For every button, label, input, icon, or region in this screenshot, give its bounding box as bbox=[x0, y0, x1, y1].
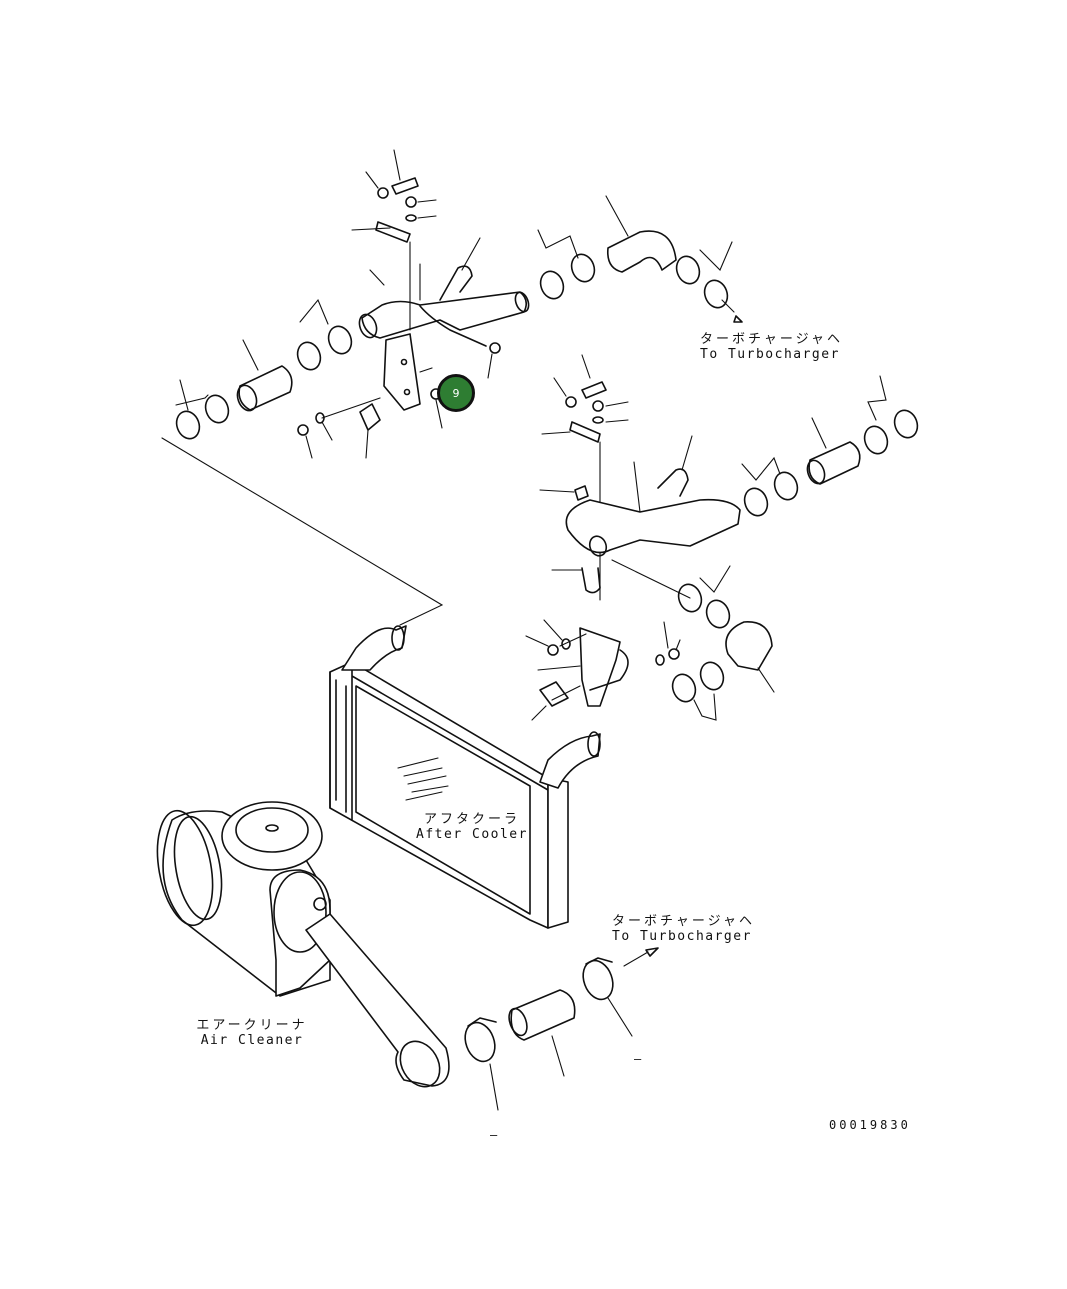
after-cooler-drawing bbox=[329, 625, 601, 929]
middle-right-pipe-assembly bbox=[525, 354, 919, 721]
to-turbocharger-label-top-ja: ターボチャージャヘ bbox=[700, 332, 843, 347]
part-callout-number: 9 bbox=[452, 386, 460, 400]
part-callout-9[interactable]: 9 bbox=[437, 374, 475, 412]
to-turbocharger-label-bottom-en: To Turbocharger bbox=[612, 929, 752, 944]
part-number-dash-left: – bbox=[490, 1128, 498, 1142]
to-turbocharger-label-bottom: ターボチャージャヘ To Turbocharger bbox=[612, 914, 755, 944]
to-turbocharger-label-top-en: To Turbocharger bbox=[700, 347, 840, 362]
after-cooler-label-en: After Cooler bbox=[416, 827, 528, 842]
to-turbocharger-label-bottom-ja: ターボチャージャヘ bbox=[612, 914, 755, 929]
to-turbocharger-label-top: ターボチャージャヘ To Turbocharger bbox=[700, 332, 843, 362]
drawing-number: 00019830 bbox=[829, 1118, 911, 1132]
upper-right-elbow-assembly bbox=[537, 195, 743, 323]
air-cleaner-label-ja: エアークリーナ bbox=[196, 1018, 308, 1033]
air-cleaner-label-en: Air Cleaner bbox=[200, 1033, 304, 1048]
bottom-hose-assembly bbox=[464, 947, 659, 1111]
air-cleaner-drawing bbox=[156, 801, 450, 1088]
upper-left-pipe-assembly bbox=[161, 149, 530, 626]
after-cooler-label: アフタクーラ After Cooler bbox=[416, 812, 528, 842]
air-cleaner-label: エアークリーナ Air Cleaner bbox=[196, 1018, 308, 1048]
part-number-dash-right: – bbox=[634, 1052, 642, 1066]
after-cooler-label-ja: アフタクーラ bbox=[423, 812, 520, 827]
